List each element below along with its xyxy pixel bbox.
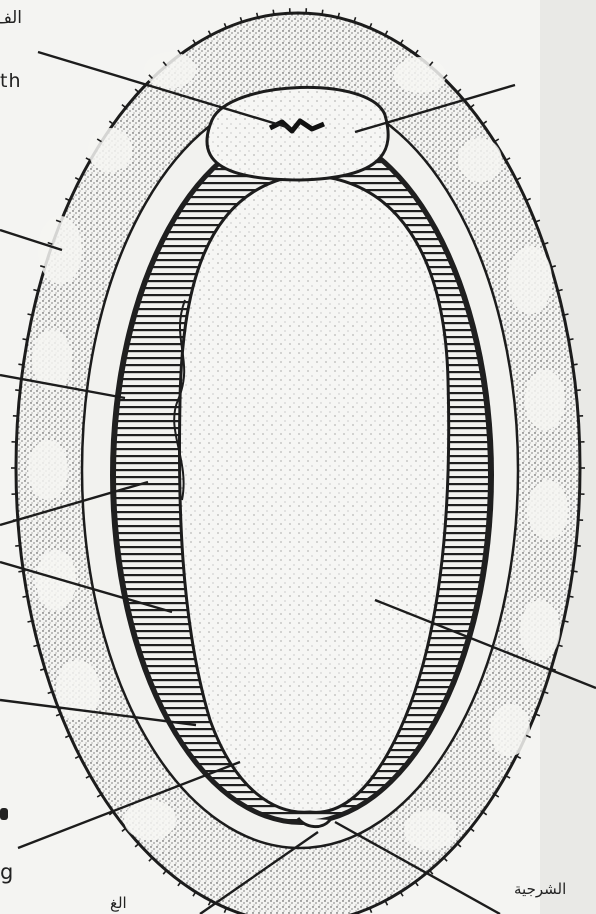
label-arabic-anus: الشرجية (514, 880, 566, 898)
spicule (15, 390, 20, 391)
label-arabic-top: الف (0, 8, 22, 28)
spicule (193, 40, 196, 44)
spicule (564, 621, 569, 622)
spicule (506, 158, 510, 160)
spicule (23, 596, 28, 597)
spicule (569, 596, 574, 597)
spicule (573, 571, 578, 572)
label-bottom-left-fragment: g (0, 860, 13, 884)
label-mouth-fragment: th (0, 70, 22, 92)
spicule (400, 892, 403, 896)
spicule (15, 546, 20, 547)
spicule (86, 776, 90, 778)
spicule (193, 892, 196, 896)
spicule (573, 364, 578, 365)
spicule (569, 339, 574, 340)
spicule (400, 40, 403, 44)
label-fragment-mark (0, 808, 8, 820)
spicule (576, 546, 581, 547)
spicule (28, 314, 33, 315)
spicule (576, 390, 581, 391)
spicule (28, 621, 33, 622)
spicule (18, 364, 23, 365)
spicule (18, 571, 23, 572)
spicule (506, 776, 510, 778)
spicule (86, 158, 90, 160)
spicule (23, 339, 28, 340)
spicule (273, 10, 274, 15)
spicule (564, 314, 569, 315)
spicule (322, 10, 323, 15)
label-arabic-bottom-left: الغ (110, 894, 127, 912)
head (207, 87, 388, 180)
